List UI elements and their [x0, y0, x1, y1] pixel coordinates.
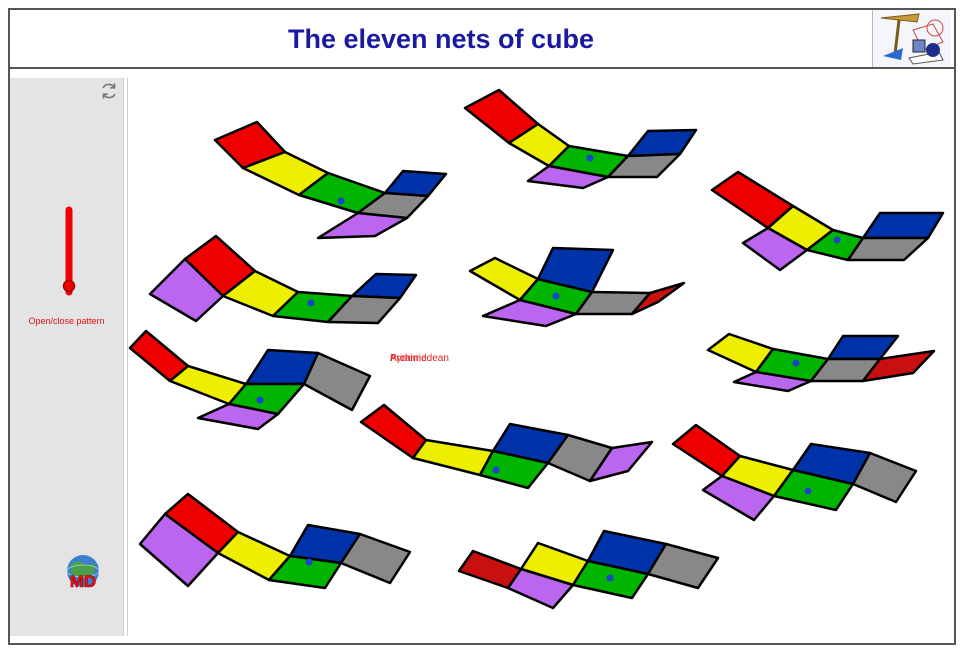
net-face-purple	[481, 298, 578, 328]
net-face-purple	[588, 440, 654, 483]
net-center-point	[792, 359, 800, 367]
net-face-gray	[302, 351, 372, 412]
net-face-purple	[732, 370, 813, 393]
net-face-blue	[626, 128, 698, 158]
cube-net-11[interactable]	[457, 529, 720, 610]
net-face-red	[359, 403, 428, 460]
net-face-gray	[851, 451, 918, 504]
net-face-gray	[646, 542, 720, 590]
net-center-point	[586, 154, 594, 162]
net-face-purple	[526, 164, 610, 190]
cube-net-8[interactable]	[359, 403, 654, 490]
net-center-point	[552, 292, 560, 300]
net-face-blue	[826, 334, 900, 361]
cube-net-7[interactable]	[706, 332, 936, 393]
cube-net-3[interactable]	[710, 170, 945, 272]
geometry-tools-logo-icon	[872, 10, 952, 67]
net-face-purple	[316, 211, 409, 240]
cube-net-5[interactable]	[468, 246, 686, 328]
net-face-yellow	[411, 438, 495, 477]
net-face-gray	[846, 236, 930, 262]
cube-net-9[interactable]	[671, 423, 918, 522]
net-center-point	[256, 396, 264, 404]
slider-label: Open/close pattern	[28, 316, 105, 326]
net-face-gray	[339, 532, 412, 585]
net-face-blue	[350, 272, 418, 300]
net-face-gray	[606, 152, 682, 179]
nets-canvas[interactable]: Archimedean Pyramid Prism	[127, 78, 955, 636]
net-face-blue	[861, 211, 945, 240]
net-face-purple	[701, 474, 776, 522]
net-center-point	[804, 487, 812, 495]
slider-handle	[62, 279, 76, 293]
net-face-blue	[536, 246, 615, 294]
shape-label-pyramid: Pyramid	[390, 353, 427, 364]
page-title: The eleven nets of cube	[287, 24, 595, 54]
net-face-purple	[741, 226, 809, 272]
open-close-slider[interactable]	[62, 206, 76, 302]
cube-net-10[interactable]	[138, 492, 412, 590]
cube-net-1[interactable]	[213, 120, 448, 240]
net-face-purple	[138, 512, 220, 588]
net-center-point	[492, 466, 500, 474]
net-face-darkred	[861, 349, 936, 383]
net-center-point	[305, 558, 313, 566]
cube-net-2[interactable]	[463, 88, 698, 190]
cube-net-6[interactable]	[128, 329, 372, 431]
net-face-purple	[506, 567, 575, 610]
globe-logo-icon[interactable]: MD	[63, 553, 103, 593]
net-center-point	[606, 574, 614, 582]
net-face-green	[772, 468, 855, 512]
refresh-icon[interactable]	[99, 81, 119, 101]
shape-label-archimedean: Archimedean	[390, 353, 449, 364]
net-center-point	[307, 299, 315, 307]
net-face-darkred	[630, 281, 686, 316]
author-logo-text: MD	[70, 572, 96, 591]
net-face-blue	[383, 169, 448, 198]
net-face-purple	[148, 257, 225, 323]
control-panel: Open/close pattern MD	[10, 78, 124, 636]
shape-label-prism: Prism	[390, 353, 416, 364]
net-center-point	[337, 197, 345, 205]
app-frame: The eleven nets of cube	[8, 8, 956, 645]
cube-net-4[interactable]	[148, 234, 418, 325]
header: The eleven nets of cube	[10, 10, 954, 69]
net-face-gray	[326, 294, 402, 325]
net-center-point	[833, 236, 841, 244]
applet-area: Open/close pattern MD Archimedean Pyrami…	[10, 71, 954, 643]
net-face-purple	[196, 402, 280, 431]
